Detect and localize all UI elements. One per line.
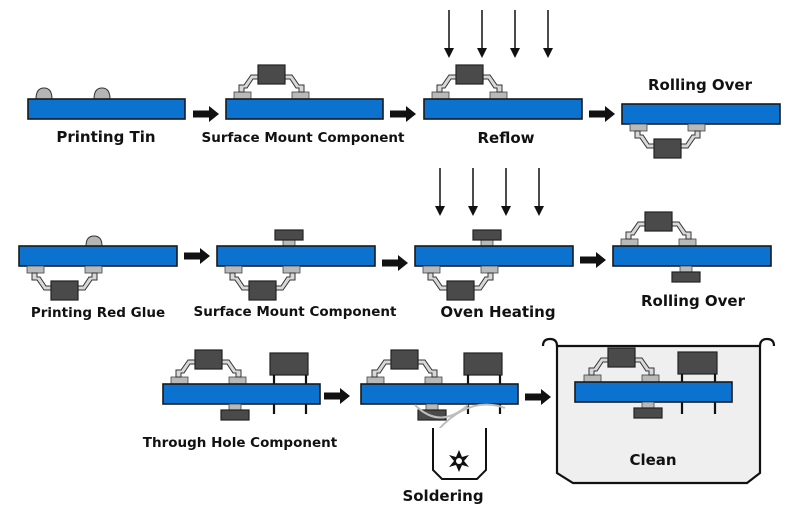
step-printing-red-glue: Printing Red Glue	[18, 235, 178, 321]
smd-component	[366, 349, 443, 385]
heat-arrow-icon	[542, 9, 554, 59]
step-label: Oven Heating	[440, 303, 555, 321]
flow-arrow-icon	[193, 106, 219, 122]
step-oven-heating: Oven Heating	[414, 167, 574, 321]
step-label: Rolling Over	[641, 292, 746, 310]
step-label: Soldering	[402, 487, 483, 505]
step-label: Reflow	[477, 129, 534, 147]
smd-component	[224, 265, 301, 301]
flow-arrow-icon	[525, 389, 551, 405]
solder-paste-blob	[93, 87, 111, 100]
step-soldering: Soldering	[360, 349, 519, 505]
through-hole-part	[677, 351, 718, 375]
smd-component	[620, 211, 697, 247]
heater-burst-icon	[449, 450, 469, 472]
flow-arrow-icon	[589, 106, 615, 122]
step-rolling-over: Rolling Over	[621, 76, 781, 159]
step-surface-mount-component: Surface Mount Component	[202, 64, 405, 146]
glued-chip	[472, 229, 502, 247]
solder-paste-blob	[35, 87, 53, 100]
smd-component	[629, 123, 706, 159]
heat-arrow-icon	[500, 167, 512, 217]
glued-chip	[671, 265, 701, 283]
step-label: Printing Tin	[56, 128, 155, 146]
pcb-board	[612, 245, 772, 267]
step-clean: Clean	[541, 337, 776, 485]
step-surface-mount-component-2: Surface Mount Component	[194, 229, 397, 320]
heat-arrow-icon	[467, 167, 479, 217]
flow-arrow-icon	[580, 252, 606, 268]
pcb-board	[216, 245, 376, 267]
through-hole-part	[463, 352, 503, 376]
glued-chip	[220, 403, 250, 421]
step-through-hole-component: Through Hole Component	[143, 349, 338, 451]
step-label: Clean	[629, 451, 676, 469]
step-label: Surface Mount Component	[194, 304, 397, 320]
smd-component	[170, 349, 247, 385]
pcb-board	[423, 98, 583, 120]
flow-arrow-icon	[184, 248, 210, 264]
step-printing-tin: Printing Tin	[27, 87, 186, 146]
step-label: Surface Mount Component	[202, 130, 405, 146]
glue-dot	[85, 235, 103, 247]
pcb-board	[414, 245, 574, 267]
heat-arrow-icon	[509, 9, 521, 59]
flow-arrow-icon	[390, 106, 416, 122]
smd-component	[26, 265, 103, 301]
step-label: Through Hole Component	[143, 435, 338, 451]
pcb-board	[18, 245, 178, 267]
flow-arrow-icon	[324, 388, 350, 404]
smd-component	[431, 64, 508, 100]
tank-handle	[541, 337, 559, 347]
step-label: Rolling Over	[648, 76, 753, 94]
smd-component	[422, 265, 499, 301]
heat-arrow-icon	[476, 9, 488, 59]
pcb-board	[225, 98, 384, 120]
pcb-board	[27, 98, 186, 120]
pcb-board	[574, 381, 733, 403]
through-hole-part	[269, 352, 309, 376]
flow-arrow-icon	[382, 255, 408, 271]
heat-arrow-icon	[434, 167, 446, 217]
step-rolling-over-2: Rolling Over	[612, 211, 772, 310]
solder-wave	[414, 403, 506, 441]
heat-arrow-icon	[533, 167, 545, 217]
heat-arrow-icon	[443, 9, 455, 59]
pcb-board	[621, 103, 781, 125]
smd-component	[233, 64, 310, 100]
pcb-board	[162, 383, 321, 405]
step-reflow: Reflow	[423, 9, 583, 147]
step-label: Printing Red Glue	[31, 305, 165, 321]
tank-handle	[758, 337, 776, 347]
pcb-board	[360, 383, 519, 405]
glued-chip	[274, 229, 304, 247]
